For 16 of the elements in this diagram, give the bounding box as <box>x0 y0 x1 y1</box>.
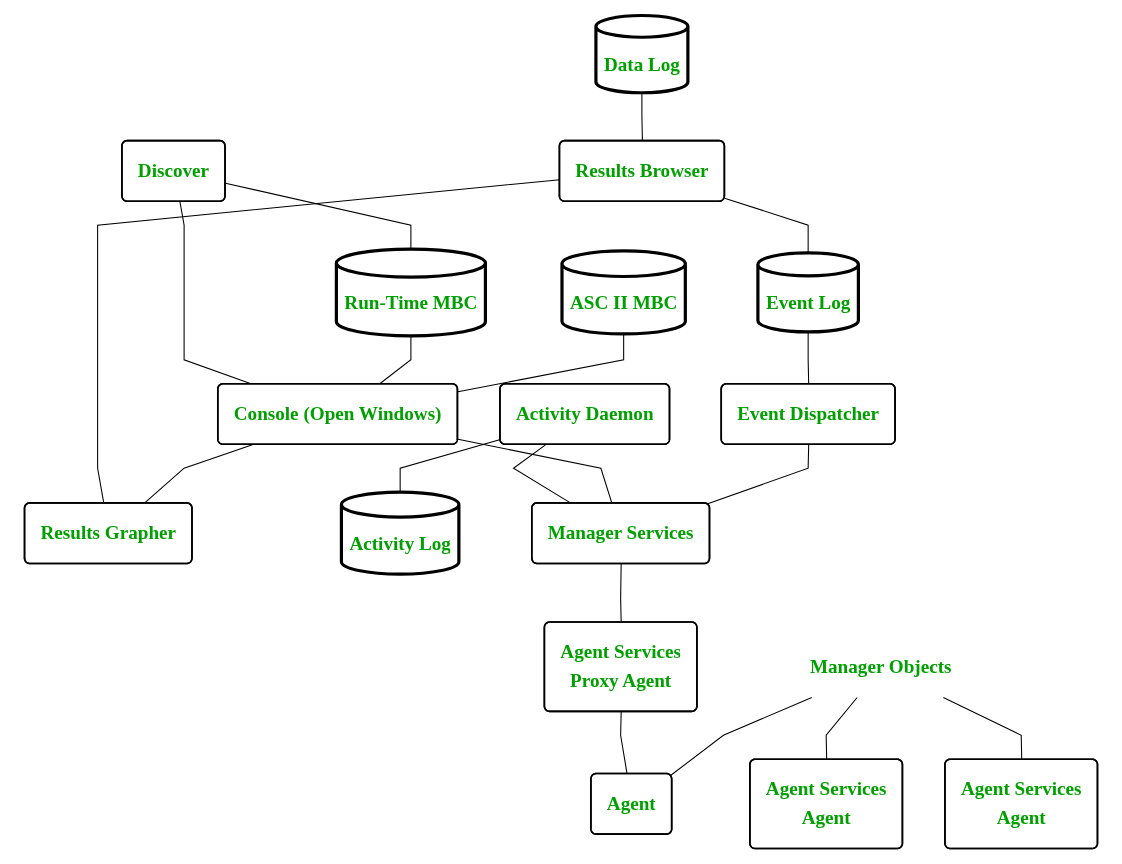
connector <box>620 711 628 775</box>
connector <box>457 438 613 504</box>
connector <box>457 333 625 393</box>
connector <box>807 331 810 385</box>
connector <box>825 697 858 761</box>
connector <box>706 444 810 505</box>
connector <box>620 563 622 624</box>
connector <box>378 335 412 385</box>
connector <box>143 444 253 504</box>
connector <box>225 182 412 250</box>
node-text: Manager Objects <box>809 655 952 677</box>
connector <box>670 697 813 777</box>
connector <box>942 697 1023 761</box>
connector <box>641 92 643 142</box>
connector <box>399 438 501 493</box>
connector <box>724 197 809 254</box>
